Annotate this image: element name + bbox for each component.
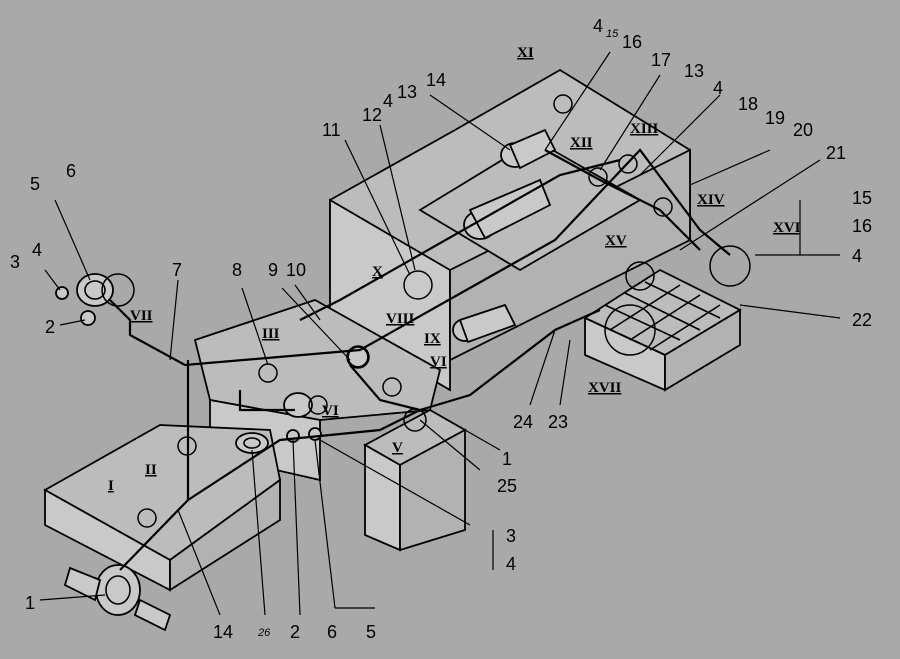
label-11: 11 xyxy=(322,120,341,140)
roman-VI-mid: VI xyxy=(322,403,339,419)
roman-V: V xyxy=(392,440,403,456)
label-13-right: 13 xyxy=(684,61,704,81)
roman-callouts: I II III V VI VI VII VIII IX X XI XII XI… xyxy=(108,45,801,494)
roman-XVII: XVII xyxy=(588,380,622,396)
label-4-top: 4 xyxy=(383,91,393,111)
label-19: 19 xyxy=(765,108,785,128)
front-frame xyxy=(43,424,281,592)
label-24: 24 xyxy=(513,412,533,432)
label-1-mid: 1 xyxy=(502,449,512,469)
roman-XII: XII xyxy=(570,135,593,151)
battery-box xyxy=(363,408,467,552)
label-25: 25 xyxy=(497,476,517,496)
label-10: 10 xyxy=(286,260,306,280)
label-20: 20 xyxy=(793,120,813,140)
roman-IX: IX xyxy=(424,331,441,347)
label-14-top: 14 xyxy=(426,70,446,90)
label-26: 26 xyxy=(257,627,271,639)
leader-lines xyxy=(39,51,841,616)
label-4-bottom: 4 xyxy=(506,554,516,574)
label-2-left: 2 xyxy=(45,317,55,337)
roman-XIV: XIV xyxy=(697,192,725,208)
label-4-topright: 4 xyxy=(593,16,603,36)
label-18: 18 xyxy=(738,94,758,114)
callout-circles xyxy=(101,94,751,528)
label-5-bottom: 5 xyxy=(366,622,376,642)
label-16-right: 16 xyxy=(852,216,872,236)
roman-XVI: XVI xyxy=(773,220,801,236)
roman-III: III xyxy=(262,326,280,342)
label-4-farright: 4 xyxy=(852,246,862,266)
fuse-box xyxy=(583,268,742,392)
label-22: 22 xyxy=(852,310,872,330)
label-9: 9 xyxy=(268,260,278,280)
roman-VII: VII xyxy=(130,308,153,324)
label-3-bottom: 3 xyxy=(506,526,516,546)
label-7: 7 xyxy=(172,260,182,280)
roman-VIII: VIII xyxy=(386,311,415,327)
label-4-left: 4 xyxy=(32,240,42,260)
label-6-bottom: 6 xyxy=(327,622,337,642)
label-13-top: 13 xyxy=(397,82,417,102)
label-14-bottom: 14 xyxy=(213,622,233,642)
label-15-topright: 15 xyxy=(606,28,619,40)
part-number-labels: 1 2 3 4 5 6 7 8 9 10 11 12 4 13 14 4 15 … xyxy=(10,16,872,642)
roman-XV: XV xyxy=(605,233,627,249)
label-8: 8 xyxy=(232,260,242,280)
roman-XIII: XIII xyxy=(630,121,659,137)
roman-II: II xyxy=(145,462,157,478)
roman-VI-right: VI xyxy=(430,354,447,370)
label-23: 23 xyxy=(548,412,568,432)
label-3-left: 3 xyxy=(10,252,20,272)
roman-X: X xyxy=(372,264,383,280)
label-5-left: 5 xyxy=(30,174,40,194)
label-17: 17 xyxy=(651,50,671,70)
label-1-front: 1 xyxy=(25,593,35,613)
label-21: 21 xyxy=(826,143,846,163)
roman-XI: XI xyxy=(517,45,534,61)
label-12: 12 xyxy=(362,105,382,125)
roman-I: I xyxy=(108,478,114,494)
label-4-right: 4 xyxy=(713,78,723,98)
label-2-bottom: 2 xyxy=(290,622,300,642)
label-15-right: 15 xyxy=(852,188,872,208)
label-16-topright: 16 xyxy=(622,32,642,52)
front-headlight xyxy=(63,564,172,632)
label-6-left: 6 xyxy=(66,161,76,181)
